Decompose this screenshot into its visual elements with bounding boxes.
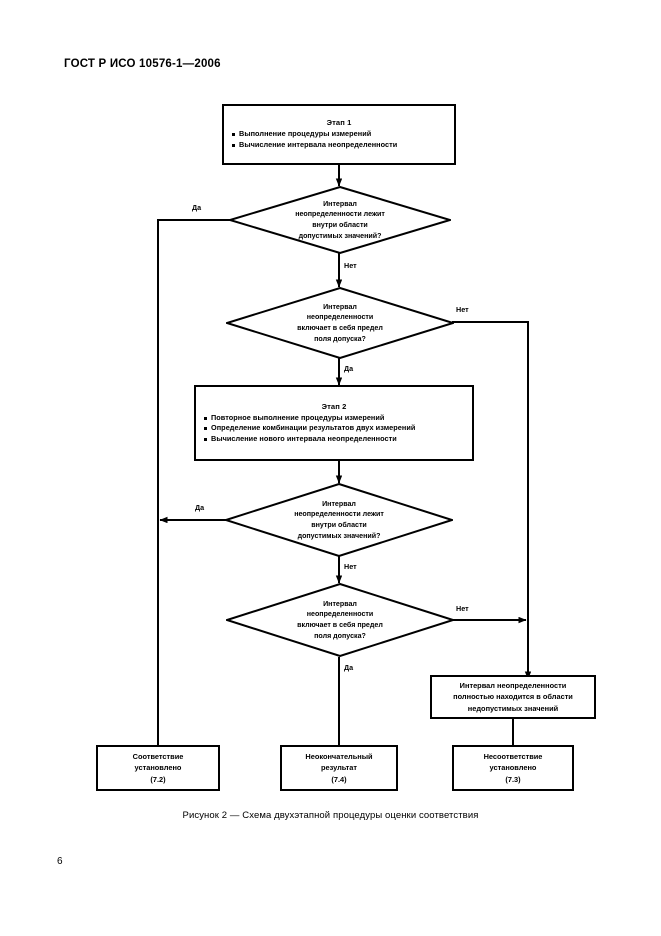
stage-2-bullet-1: Повторное выполнение процедуры измерений — [204, 413, 464, 424]
result-conform-line-1: Соответствие — [132, 752, 184, 762]
flowchart-canvas: Этап 1 Выполнение процедуры измерений Вы… — [96, 104, 596, 791]
result-nonconform-clause: (7.3) — [505, 774, 521, 784]
stage-1-bullet-1: Выполнение процедуры измерений — [232, 129, 446, 140]
note-interval-outside-tolerance: Интервал неопределенности полностью нахо… — [430, 675, 596, 719]
stage-2-title: Этап 2 — [321, 401, 347, 411]
decision-3-shape — [225, 483, 453, 557]
note-line-2: полностью находится в области — [453, 692, 573, 702]
edge-label-yes-2: Да — [344, 364, 354, 373]
result-inconclusive: Неокончательный результат (7.4) — [280, 745, 398, 791]
decision-4-shape — [226, 583, 454, 657]
figure-caption: Рисунок 2 — Схема двухэтапной процедуры … — [182, 810, 479, 821]
result-conformity-established: Соответствие установлено (7.2) — [96, 745, 220, 791]
document-standard-header: ГОСТ Р ИСО 10576-1—2006 — [64, 58, 221, 70]
stage-2-bullets: Повторное выполнение процедуры измерений… — [204, 413, 464, 445]
result-inconclusive-line-1: Неокончательный — [305, 752, 373, 762]
edge-label-yes-4: Да — [344, 663, 354, 672]
decision-1-shape — [229, 186, 451, 254]
edge-label-yes-1: Да — [192, 203, 202, 212]
page-number: 6 — [57, 856, 63, 867]
result-inconclusive-clause: (7.4) — [331, 774, 347, 784]
process-stage-2: Этап 2 Повторное выполнение процедуры из… — [194, 385, 474, 461]
result-nonconform-line-2: установлено — [489, 763, 537, 773]
process-stage-1: Этап 1 Выполнение процедуры измерений Вы… — [222, 104, 456, 165]
decision-4-uncertainty-covers-limit: Интервал неопределенности включает в себ… — [226, 583, 454, 657]
decision-2-uncertainty-covers-limit: Интервал неопределенности включает в себ… — [226, 287, 454, 359]
stage-2-bullet-3: Вычисление нового интервала неопределенн… — [204, 434, 464, 445]
edge-label-no-2: Нет — [456, 305, 469, 314]
edge-label-yes-3: Да — [195, 503, 205, 512]
stage-1-bullet-2: Вычисление интервала неопределенности — [232, 140, 446, 151]
decision-2-shape — [226, 287, 454, 359]
stage-2-bullet-2: Определение комбинации результатов двух … — [204, 423, 464, 434]
decision-1-uncertainty-inside-tolerance: Интервал неопределенности лежит внутри о… — [229, 186, 451, 254]
note-line-1: Интервал неопределенности — [459, 681, 567, 691]
edge-label-no-1: Нет — [344, 261, 357, 270]
result-nonconformity-established: Несоответствие установлено (7.3) — [452, 745, 574, 791]
decision-3-uncertainty-inside-tolerance: Интервал неопределенности лежит внутри о… — [225, 483, 453, 557]
result-nonconform-line-1: Несоответствие — [483, 752, 543, 762]
note-line-3: недопустимых значений — [467, 703, 559, 713]
result-conform-clause: (7.2) — [150, 774, 166, 784]
edge-label-no-4: Нет — [456, 604, 469, 613]
stage-1-title: Этап 1 — [326, 118, 352, 128]
result-inconclusive-line-2: результат — [320, 763, 358, 773]
result-conform-line-2: установлено — [134, 763, 182, 773]
stage-1-bullets: Выполнение процедуры измерений Вычислени… — [232, 129, 446, 150]
edge-label-no-3: Нет — [344, 562, 357, 571]
